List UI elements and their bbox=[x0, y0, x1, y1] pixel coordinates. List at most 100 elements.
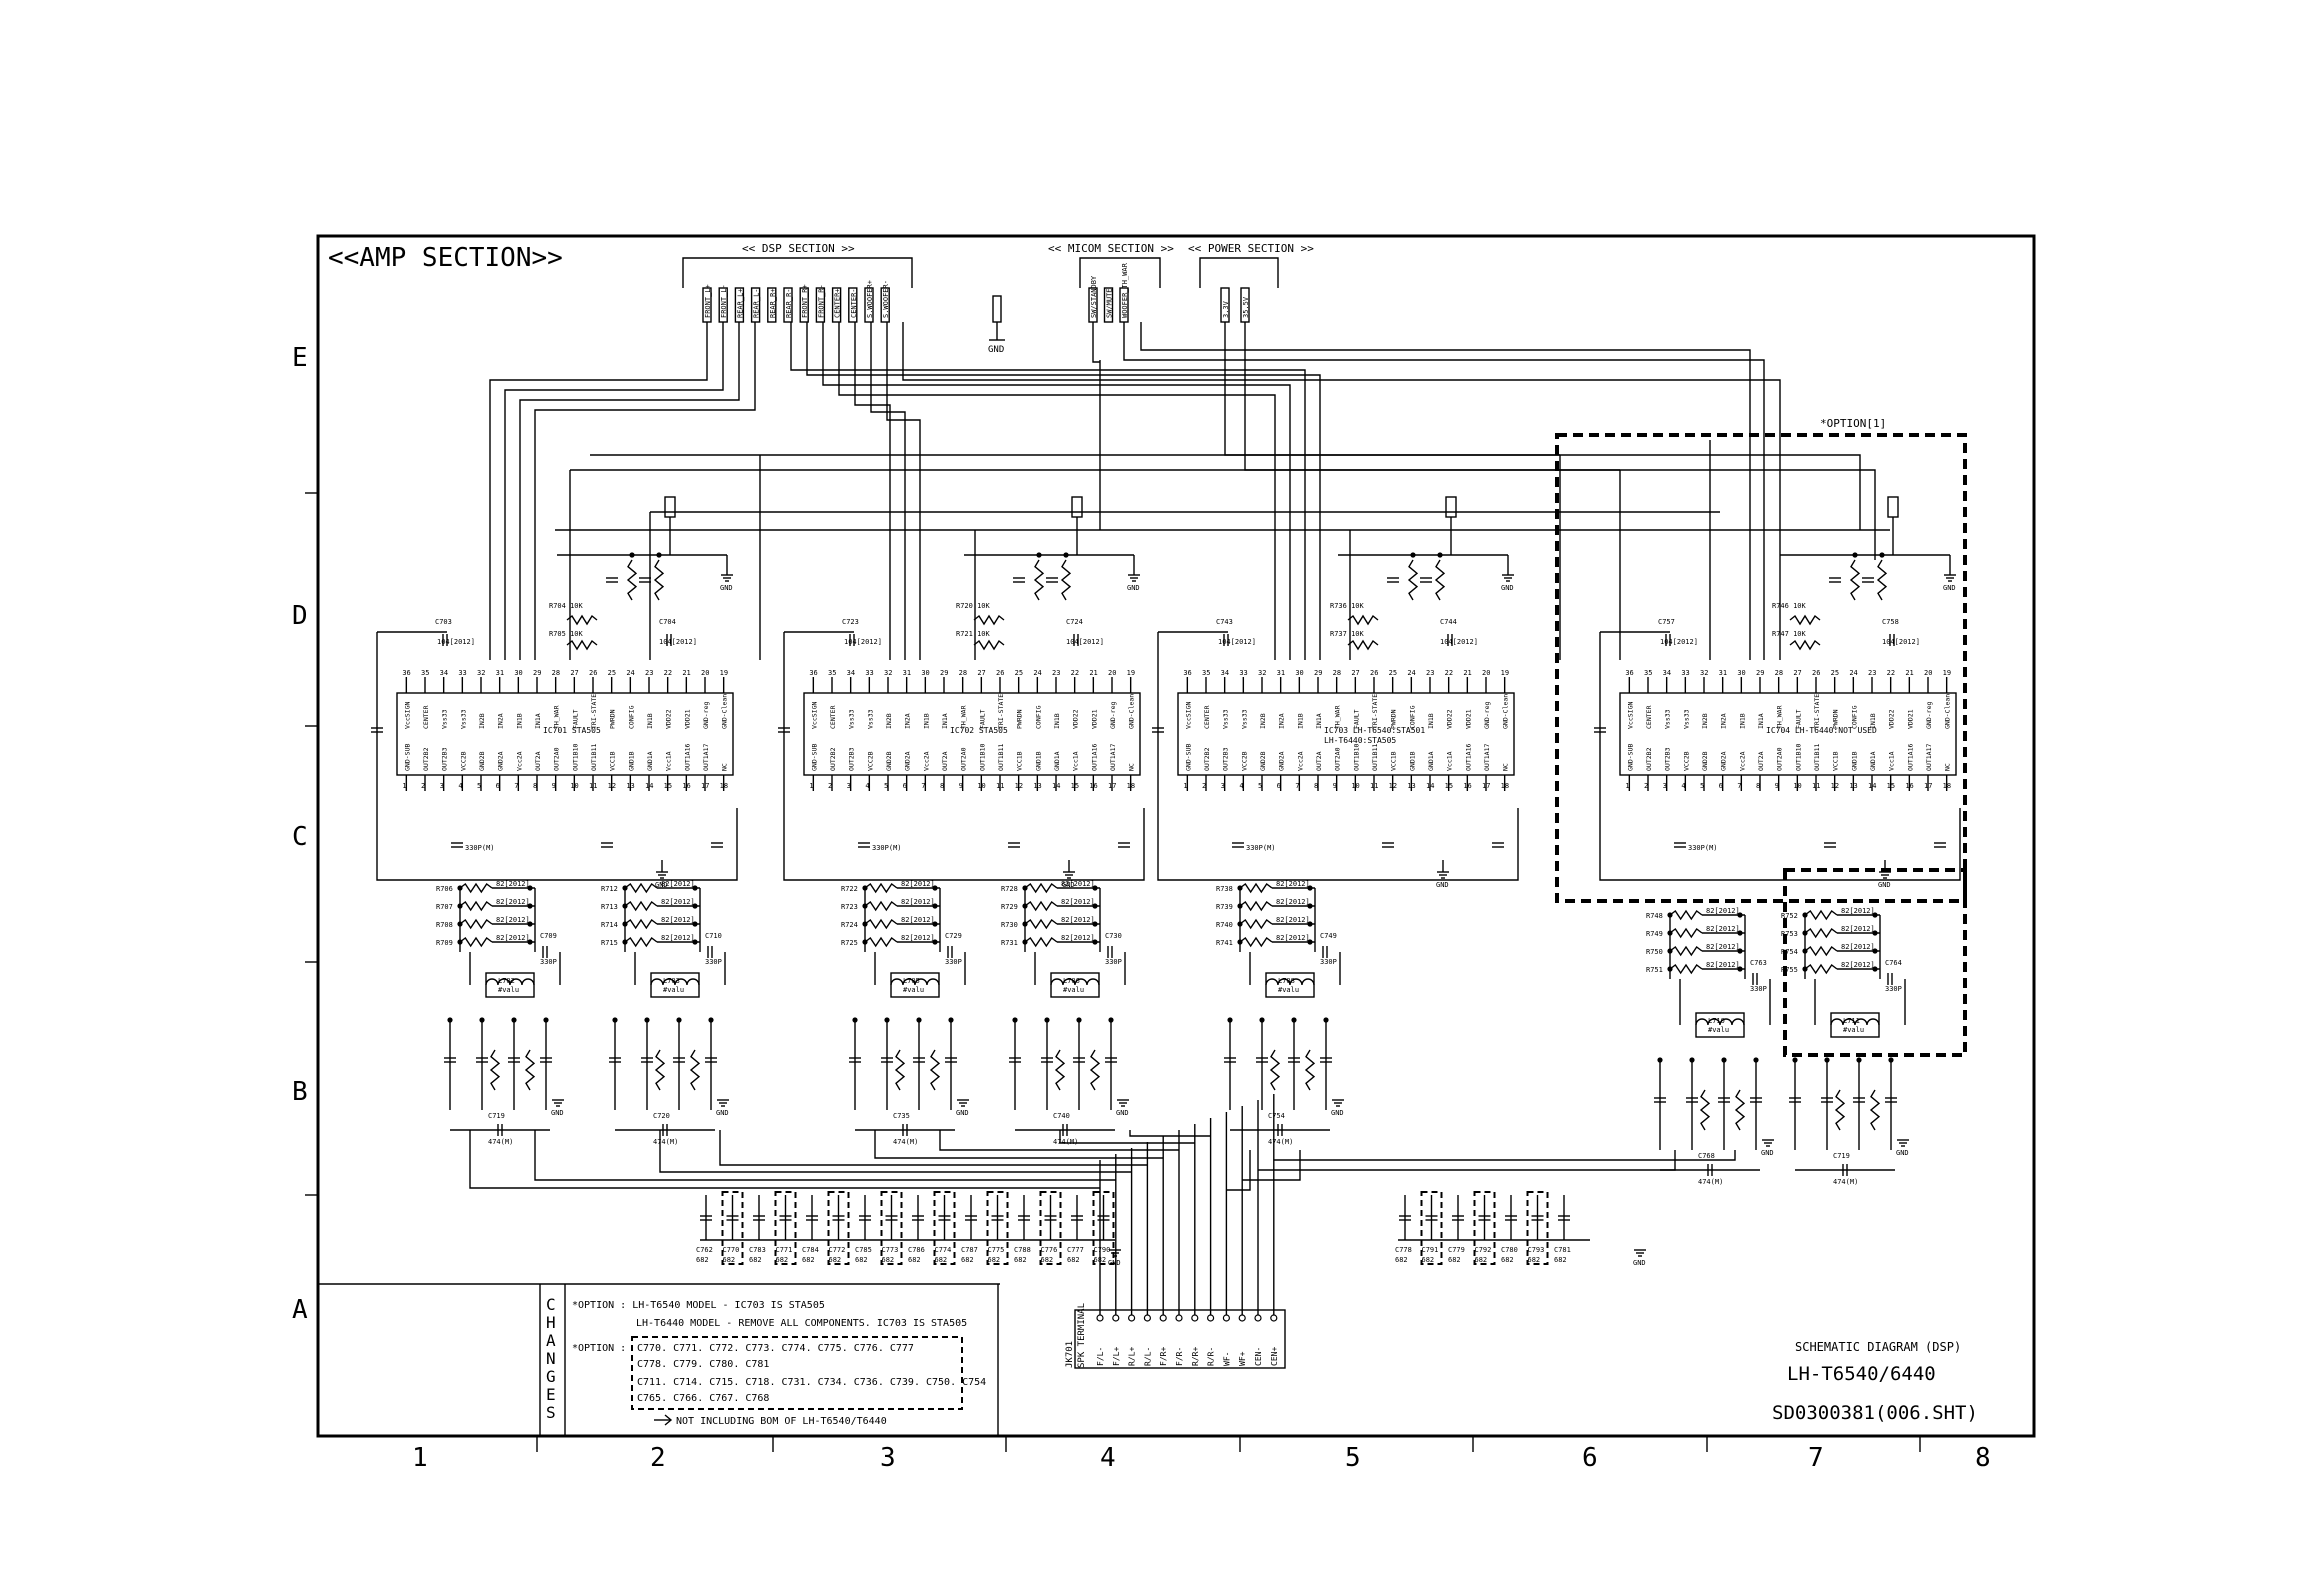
capacitor bbox=[1152, 727, 1164, 733]
resistor bbox=[1024, 936, 1058, 948]
pin-number: 18 bbox=[1501, 782, 1509, 790]
capacitor bbox=[849, 1057, 861, 1063]
row-label-a: A bbox=[292, 1295, 308, 1325]
amplifier-ic: 361VccSIGNGND-SUB352CENTEROUT2B2343Vss33… bbox=[1152, 496, 1519, 889]
pin-number: 33 bbox=[1681, 669, 1689, 677]
pin-label: IN1B bbox=[1738, 713, 1746, 729]
pin-number: 25 bbox=[1389, 669, 1397, 677]
pin-number: 26 bbox=[589, 669, 597, 677]
junction-dot bbox=[1824, 1057, 1830, 1063]
pin-number: 34 bbox=[1663, 669, 1671, 677]
pin-label: GND-reg bbox=[1109, 702, 1117, 729]
pin-number: 12 bbox=[1389, 782, 1397, 790]
resistor-label: R712 bbox=[601, 885, 618, 893]
pin-number: 4 bbox=[865, 782, 869, 790]
pin-label: IN2B bbox=[1259, 713, 1267, 729]
pin-number: 24 bbox=[1407, 669, 1415, 677]
pin-label: OUT1B11 bbox=[997, 744, 1005, 771]
inductor: L706#valu bbox=[1050, 972, 1100, 998]
pin-label: OUT2B2 bbox=[829, 747, 837, 771]
pin-label: PWRDN bbox=[1832, 709, 1840, 729]
resistor bbox=[624, 882, 658, 894]
junction-dot bbox=[1753, 1057, 1759, 1063]
resistor-label: R731 bbox=[1001, 939, 1018, 947]
capacitor bbox=[902, 1124, 908, 1136]
cap-ref: C724 bbox=[1066, 618, 1083, 626]
resistor-value: 82[2012] bbox=[1061, 898, 1095, 906]
capacitor bbox=[1686, 1097, 1698, 1103]
speaker-wire bbox=[1226, 1150, 1251, 1191]
capacitor bbox=[1118, 842, 1130, 848]
resistor-label: R739 bbox=[1216, 903, 1233, 911]
terminal-pin-label: R/L- bbox=[1143, 1347, 1152, 1366]
amplifier-ic: 361VccSIGNGND-SUB352CENTEROUT2B2343Vss33… bbox=[371, 496, 738, 889]
pin-label: Vcc1A bbox=[1888, 751, 1896, 771]
capacitor bbox=[1018, 1215, 1030, 1221]
ic-layer: 361VccSIGNGND-SUB352CENTEROUT2B2343Vss33… bbox=[371, 496, 1961, 889]
pin-number: 21 bbox=[1463, 669, 1471, 677]
pin-number: 20 bbox=[1482, 669, 1490, 677]
pin-number: 2 bbox=[1644, 782, 1648, 790]
terminal-pin-label: F/R+ bbox=[1159, 1347, 1168, 1366]
terminal-pin-label: R/R- bbox=[1207, 1347, 1216, 1366]
pin-label: VCC1B bbox=[1016, 751, 1024, 771]
cap-value: 682 bbox=[988, 1256, 1001, 1264]
connector-pin-label: FRONT_R- bbox=[817, 284, 825, 318]
cap-ref: C704 bbox=[659, 618, 676, 626]
gnd-label: GND bbox=[1896, 1149, 1909, 1157]
pin-label: GND1B bbox=[1850, 751, 1858, 771]
pin-number: 22 bbox=[1071, 669, 1079, 677]
ground-symbol: GND bbox=[716, 1099, 729, 1117]
connector-pin: S.WOOFER+ bbox=[864, 280, 874, 323]
resistor-label: R749 bbox=[1646, 930, 1663, 938]
pin-number: 17 bbox=[701, 782, 709, 790]
ground-symbol: GND bbox=[1436, 871, 1449, 889]
pin-number: 13 bbox=[626, 782, 634, 790]
resistor bbox=[1699, 1089, 1711, 1131]
resistor bbox=[459, 936, 493, 948]
pin-label: GND1A bbox=[646, 751, 654, 771]
pin-label: IN2A bbox=[497, 713, 505, 729]
pin-label: IN2B bbox=[478, 713, 486, 729]
cap-ref: C781 bbox=[1554, 1246, 1571, 1254]
cap-label: C740 bbox=[1053, 1112, 1070, 1120]
capacitor bbox=[1824, 842, 1836, 848]
connector-pin-label: WOOFER_TH_WAR bbox=[1121, 262, 1129, 318]
pin-label: Vcc1A bbox=[665, 751, 673, 771]
pin-number: 9 bbox=[1333, 782, 1337, 790]
pin-number: 7 bbox=[514, 782, 518, 790]
pin-label: OUT1B10 bbox=[1352, 744, 1360, 771]
pin-label: GND2B bbox=[478, 751, 486, 771]
pin-label: OUT1B11 bbox=[1371, 744, 1379, 771]
capacitor bbox=[666, 634, 672, 646]
resistor-label: R704 10K bbox=[549, 602, 584, 610]
capacitor bbox=[858, 842, 870, 848]
resistor-label: R707 bbox=[436, 903, 453, 911]
sheet-border bbox=[316, 234, 2036, 1438]
output-filter-network: R72882[2012]R72982[2012]R73082[2012]R731… bbox=[1001, 880, 1129, 1146]
terminal-pin-label: WF+ bbox=[1238, 1351, 1247, 1366]
resistor-label: R747 10K bbox=[1772, 630, 1807, 638]
pin-number: 28 bbox=[1775, 669, 1783, 677]
cap-ref: C757 bbox=[1658, 618, 1675, 626]
inductor-ref: L703 bbox=[663, 977, 680, 985]
capacitor bbox=[1842, 1164, 1848, 1176]
resistor bbox=[1239, 936, 1273, 948]
pin-number: 27 bbox=[1793, 669, 1801, 677]
pin-label: OUT1A17 bbox=[1483, 744, 1491, 771]
capacitor bbox=[1322, 946, 1328, 958]
pin-number: 5 bbox=[1700, 782, 1704, 790]
model-name: LH-T6540/6440 bbox=[1787, 1363, 1936, 1385]
pin-label: VCC1B bbox=[609, 751, 617, 771]
pin-number: 2 bbox=[1202, 782, 1206, 790]
pin-number: 1 bbox=[1625, 782, 1629, 790]
junction-dot bbox=[511, 1017, 517, 1023]
pin-label: CENTER bbox=[829, 705, 837, 729]
connector-pin: SW/MUTE bbox=[1103, 287, 1114, 323]
ground-symbol: GND bbox=[1062, 871, 1075, 889]
resistor bbox=[626, 559, 638, 601]
